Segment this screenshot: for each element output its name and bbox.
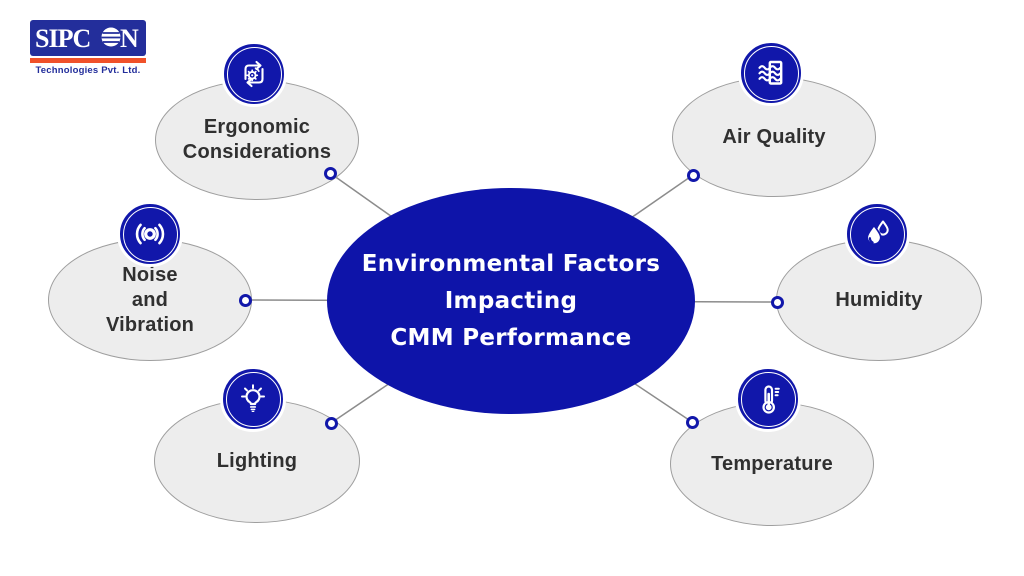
connector-node-air-quality: [686, 168, 700, 182]
central-title-line-2: Impacting: [444, 287, 578, 314]
central-title-line-3: CMM Performance: [390, 324, 632, 351]
light-bulb-icon: [241, 384, 265, 412]
lighting-icon-badge: [220, 366, 286, 432]
ergonomic-icon-badge: [221, 41, 287, 107]
central-topic-title: Environmental Factors Impacting CMM Perf…: [362, 246, 660, 357]
globe-lines: [101, 32, 121, 43]
logo-text-n: N: [120, 24, 139, 53]
central-title-line-1: Environmental Factors: [361, 250, 661, 277]
sound-vibration-icon: [135, 223, 165, 245]
factor-label-temperature: Temperature: [711, 452, 833, 475]
factor-label-lighting: Lighting: [216, 449, 298, 472]
sipcon-logo: SIPC N Technologies Pvt. Ltd.: [30, 20, 146, 76]
air-filter-icon: [758, 60, 783, 85]
sipcon-wordmark-graphic: SIPC N: [35, 24, 139, 53]
factor-label-humidity: Humidity: [835, 288, 923, 311]
connector-node-temperature: [685, 415, 699, 429]
factor-label-noise-vibration: Noise and Vibration: [105, 263, 195, 336]
factor-bubble-ergonomic: Ergonomic Considerations: [155, 80, 359, 200]
central-topic-ellipse: Environmental Factors Impacting CMM Perf…: [327, 188, 695, 414]
connector-node-ergonomic: [323, 166, 337, 180]
noise-vibration-icon-badge: [117, 201, 183, 267]
connector-node-lighting: [324, 416, 338, 430]
factor-label-air-quality: Air Quality: [722, 125, 826, 148]
thermometer-icon: [762, 385, 780, 414]
factor-label-ergonomic: Ergonomic Considerations: [182, 116, 332, 163]
logo-text-sipc: SIPC: [35, 24, 90, 53]
humidity-icon-badge: [844, 201, 910, 267]
logo-orange-bar: [30, 58, 146, 63]
temperature-icon-badge: [735, 366, 801, 432]
logo-tagline: Technologies Pvt. Ltd.: [35, 65, 141, 76]
air-quality-icon-badge: [738, 40, 804, 106]
sipcon-logo-wordmark: SIPC N: [30, 20, 146, 56]
automation-cycle-gear-icon: [244, 60, 264, 88]
water-drops-icon: [866, 220, 889, 245]
connector-node-humidity: [770, 295, 784, 309]
connector-node-noise: [238, 293, 252, 307]
